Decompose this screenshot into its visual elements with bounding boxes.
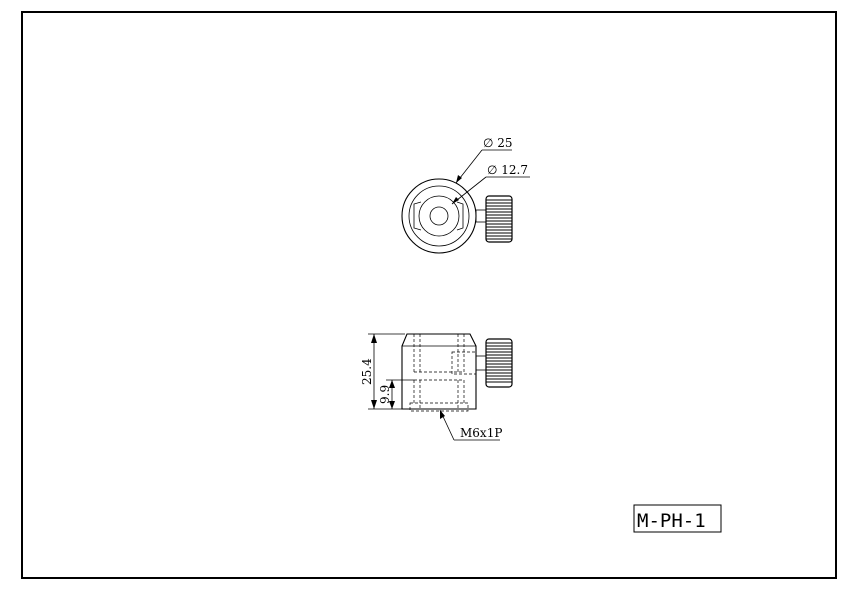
inner-ring-circle [408, 185, 470, 247]
outer-circle [401, 178, 477, 254]
body-outline [401, 333, 477, 410]
bore-diameter-label: ∅ 12.7 [487, 163, 528, 177]
side-thumbscrew-knob [485, 338, 513, 388]
leader-bore-diameter [451, 176, 530, 205]
slot-right [456, 201, 464, 231]
side-knurl-lines [486, 342, 512, 383]
part-number: M-PH-1 [637, 510, 706, 532]
thread-depth-dimension [386, 379, 414, 409]
knurl-lines [486, 199, 512, 240]
slot-left [413, 201, 422, 231]
thumbscrew-shank [475, 209, 487, 223]
height-dimension [368, 333, 405, 410]
sheet-border [21, 11, 837, 579]
side-view: 25.4 9.9 M6x1P [360, 333, 513, 441]
leader-outer-diameter [455, 149, 512, 184]
post-circle [429, 206, 449, 226]
bottom-recess-hidden [409, 402, 469, 412]
thread-leader [439, 409, 500, 441]
thread-depth-label: 9.9 [378, 385, 392, 404]
bore-circle [418, 195, 460, 237]
outer-diameter-label: ∅ 25 [483, 136, 513, 150]
side-thumbscrew-shank [475, 355, 487, 371]
part-number-box: M-PH-1 [633, 504, 722, 533]
top-view: ∅ 25 ∅ 12.7 [401, 136, 530, 254]
thread-hidden [413, 371, 465, 409]
height-label: 25.4 [360, 358, 374, 385]
thread-label: M6x1P [460, 426, 502, 440]
